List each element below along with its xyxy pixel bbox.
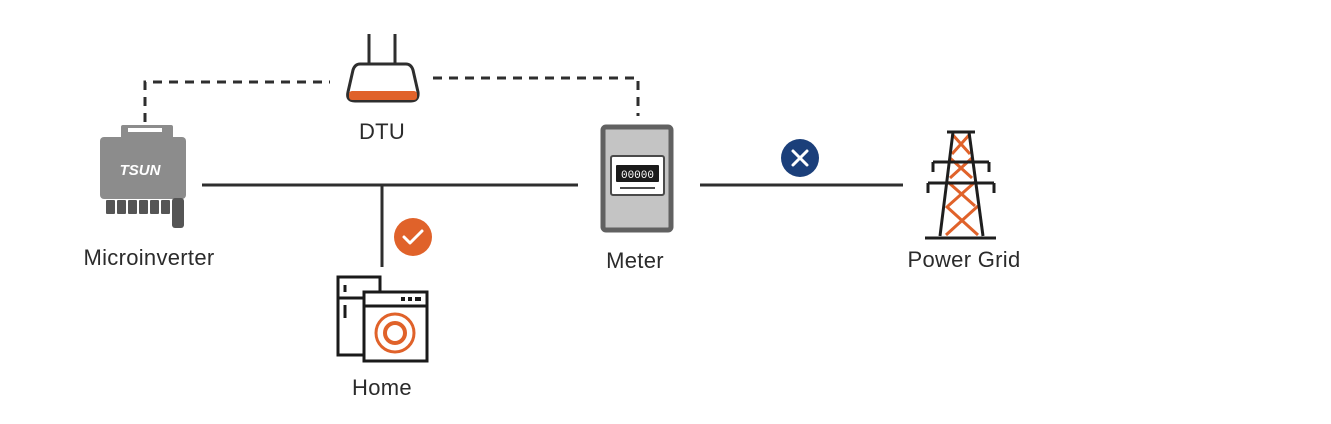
- microinverter-label: Microinverter: [83, 245, 215, 270]
- cross-icon: [781, 139, 819, 177]
- dtu-to-meter-link: [433, 76, 640, 116]
- appliances-icon: [336, 275, 429, 363]
- microinverter-icon: TSUN: [100, 125, 186, 228]
- meter-label: Meter: [606, 248, 664, 273]
- power-grid-label: Power Grid: [907, 247, 1021, 272]
- microinverter-connectors: [106, 200, 170, 214]
- meter-icon: 00000: [600, 124, 674, 233]
- router-icon: [346, 34, 420, 103]
- dtu-to-microinverter-link: [143, 80, 330, 122]
- dtu-communication-links: [143, 76, 640, 122]
- home-label: Home: [352, 375, 412, 400]
- meter-display-reading: 00000: [621, 170, 654, 182]
- power-lines: [202, 183, 903, 267]
- dtu-label: DTU: [358, 119, 406, 144]
- microinverter-brand-logo: TSUN: [120, 162, 162, 179]
- transmission-tower-icon: [925, 130, 996, 240]
- check-icon: [394, 218, 432, 256]
